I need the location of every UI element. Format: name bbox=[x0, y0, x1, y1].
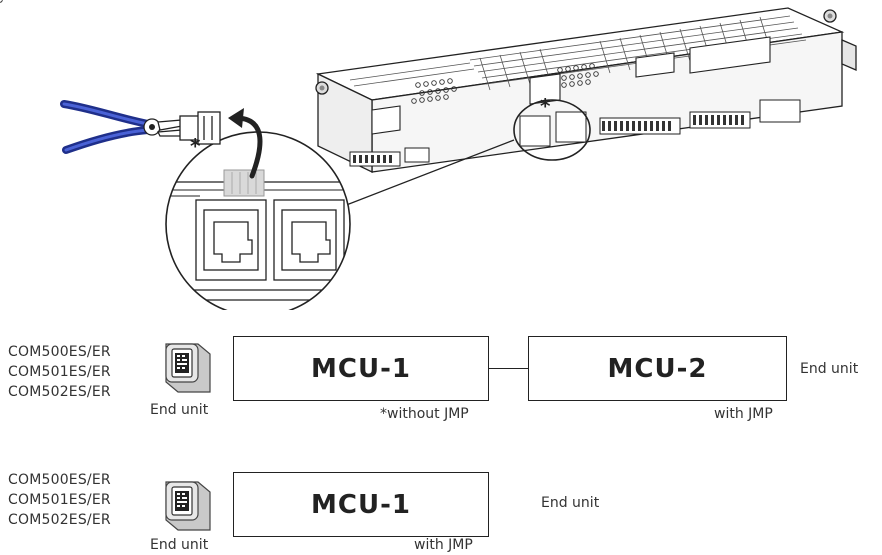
model-name: COM501ES/ER bbox=[8, 364, 111, 380]
board-vent-holes bbox=[0, 0, 3, 3]
circuit-board-icon bbox=[315, 7, 857, 174]
config1-mcu1-jumper-note: *without JMP bbox=[380, 406, 469, 422]
board-mesh bbox=[349, 15, 807, 91]
removal-arrow bbox=[233, 115, 263, 179]
removal-arrowhead bbox=[228, 108, 244, 128]
mcu-label: MCU-1 bbox=[311, 353, 411, 384]
model-name: COM502ES/ER bbox=[8, 384, 111, 400]
config2-mcu1-jumper-note: with JMP bbox=[414, 537, 473, 553]
board-asterisk: * bbox=[540, 94, 551, 118]
model-name: COM502ES/ER bbox=[8, 512, 111, 528]
config2-panel-end-unit-label: End unit bbox=[150, 537, 209, 553]
config2-mcu1-box: MCU-1 bbox=[233, 472, 489, 537]
jumper-asterisk: * bbox=[190, 134, 201, 158]
config2-right-end-unit-label: End unit bbox=[541, 495, 600, 511]
mcu-link-line bbox=[489, 368, 528, 369]
board-components bbox=[371, 36, 771, 135]
control-panel-icon bbox=[165, 481, 211, 531]
config1-panel-end-unit-label: End unit bbox=[150, 402, 209, 418]
connector-pins bbox=[353, 115, 744, 163]
model-name: COM500ES/ER bbox=[8, 472, 111, 488]
jumper-icon bbox=[179, 111, 221, 145]
config1-mcu2-jumper-note: with JMP bbox=[714, 406, 773, 422]
config1-mcu2-box: MCU-2 bbox=[528, 336, 787, 401]
config1-right-end-unit-label: End unit bbox=[800, 361, 859, 377]
jack-highlight-circle bbox=[513, 99, 591, 161]
leader-line bbox=[317, 139, 515, 217]
model-name: COM500ES/ER bbox=[8, 344, 111, 360]
mcu-label: MCU-1 bbox=[311, 489, 411, 520]
hardware-illustration bbox=[0, 0, 857, 310]
config1-mcu1-box: MCU-1 bbox=[233, 336, 489, 401]
pliers-icon bbox=[60, 100, 183, 154]
config2-model-list: COM500ES/ER COM501ES/ER COM502ES/ER bbox=[8, 470, 111, 530]
control-panel-icon bbox=[165, 343, 211, 393]
model-name: COM501ES/ER bbox=[8, 492, 111, 508]
mcu-label: MCU-2 bbox=[607, 353, 708, 384]
config1-model-list: COM500ES/ER COM501ES/ER COM502ES/ER bbox=[8, 342, 111, 402]
